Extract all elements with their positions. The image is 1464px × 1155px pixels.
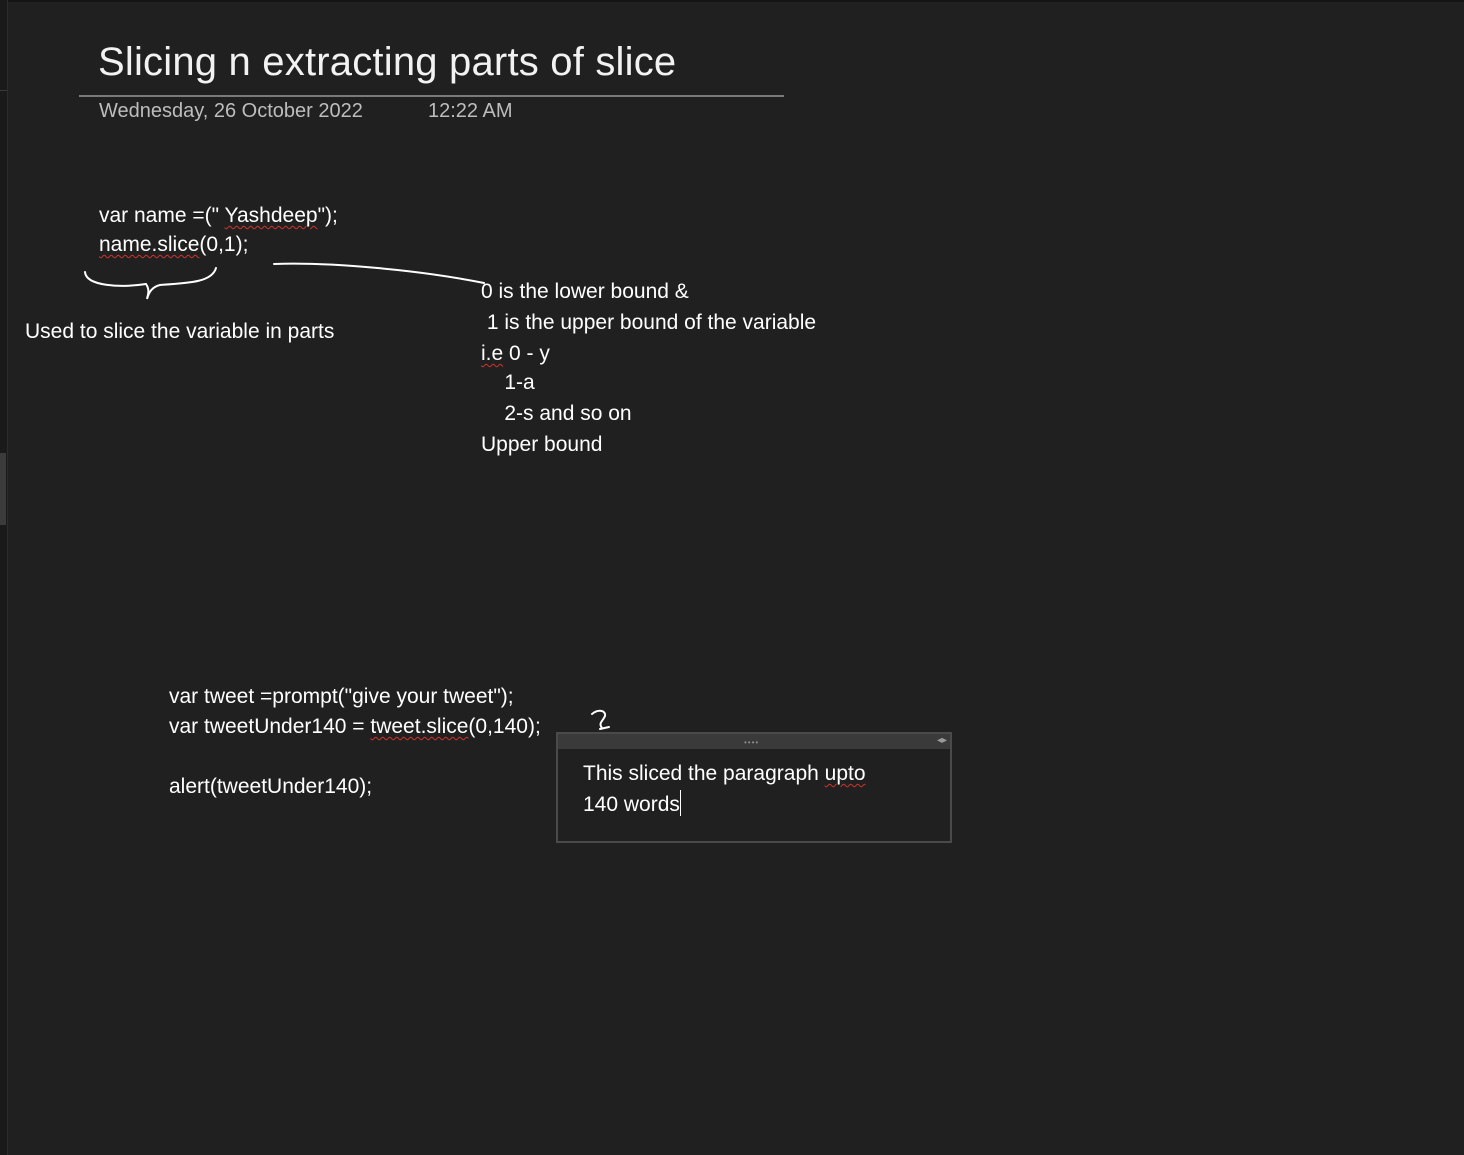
note-container-active[interactable]: •••• ◂▸ This sliced the paragraph upto 1…	[556, 732, 952, 843]
left-scrollbar[interactable]	[0, 0, 8, 1155]
misspelled-word: upto	[824, 762, 866, 785]
page-date: Wednesday, 26 October 2022	[99, 100, 363, 122]
brace-annotation-text[interactable]: Used to slice the variable in parts	[25, 320, 335, 343]
grip-dots-icon[interactable]: ••••	[744, 738, 760, 747]
page-title[interactable]: Slicing n extracting parts of slice	[98, 40, 677, 84]
bounds-note-line[interactable]: i.e 0 - y	[481, 342, 550, 366]
code-line-tweet-under-140[interactable]: var tweetUnder140 = tweet.slice(0,140);	[169, 712, 541, 742]
code-line-name-slice[interactable]: name.slice(0,1);	[99, 230, 248, 260]
note-text: This sliced the paragraph	[583, 762, 825, 785]
misspelled-word: Yashdeep	[224, 204, 318, 227]
bounds-note-line[interactable]: 1 is the upper bound of the variable	[481, 311, 817, 334]
bounds-note-line[interactable]: Upper bound	[481, 433, 603, 456]
text-cursor	[679, 790, 681, 816]
page-time: 12:22 AM	[428, 100, 513, 122]
bounds-note-line[interactable]: 0 is the lower bound &	[481, 280, 689, 303]
left-edge-divider	[0, 90, 7, 91]
title-underline	[79, 95, 784, 97]
code-line-var-tweet[interactable]: var tweet =prompt("give your tweet");	[169, 685, 514, 708]
brace-scribble-ink	[591, 709, 610, 730]
code-line-alert[interactable]: alert(tweetUnder140);	[169, 775, 373, 798]
resize-arrows-icon[interactable]: ◂▸	[936, 735, 947, 746]
note-text: 140 words	[583, 793, 680, 816]
curly-brace-ink	[84, 267, 217, 300]
code-text: (0,140);	[468, 715, 541, 738]
code-text: var name =("	[99, 204, 225, 227]
code-text: (0,1);	[199, 233, 249, 256]
misspelled-word: i.e	[481, 342, 504, 365]
container-text[interactable]: This sliced the paragraph upto 140 words	[583, 758, 866, 820]
code-line-var-name[interactable]: var name =(" Yashdeep");	[99, 201, 338, 231]
misspelled-word: tweet.slice	[370, 715, 469, 738]
bounds-note-line[interactable]: 1-a	[481, 371, 535, 394]
code-text: var tweetUnder140 =	[169, 715, 371, 738]
scrollbar-thumb[interactable]	[0, 453, 6, 525]
note-text: 0 - y	[503, 342, 550, 365]
misspelled-word: name.slice	[99, 233, 200, 256]
connector-line-ink	[273, 262, 485, 284]
code-text: ");	[317, 204, 338, 227]
window-top-border	[0, 0, 1464, 2]
container-drag-handle[interactable]: •••• ◂▸	[558, 734, 950, 749]
bounds-note-line[interactable]: 2-s and so on	[481, 402, 632, 425]
